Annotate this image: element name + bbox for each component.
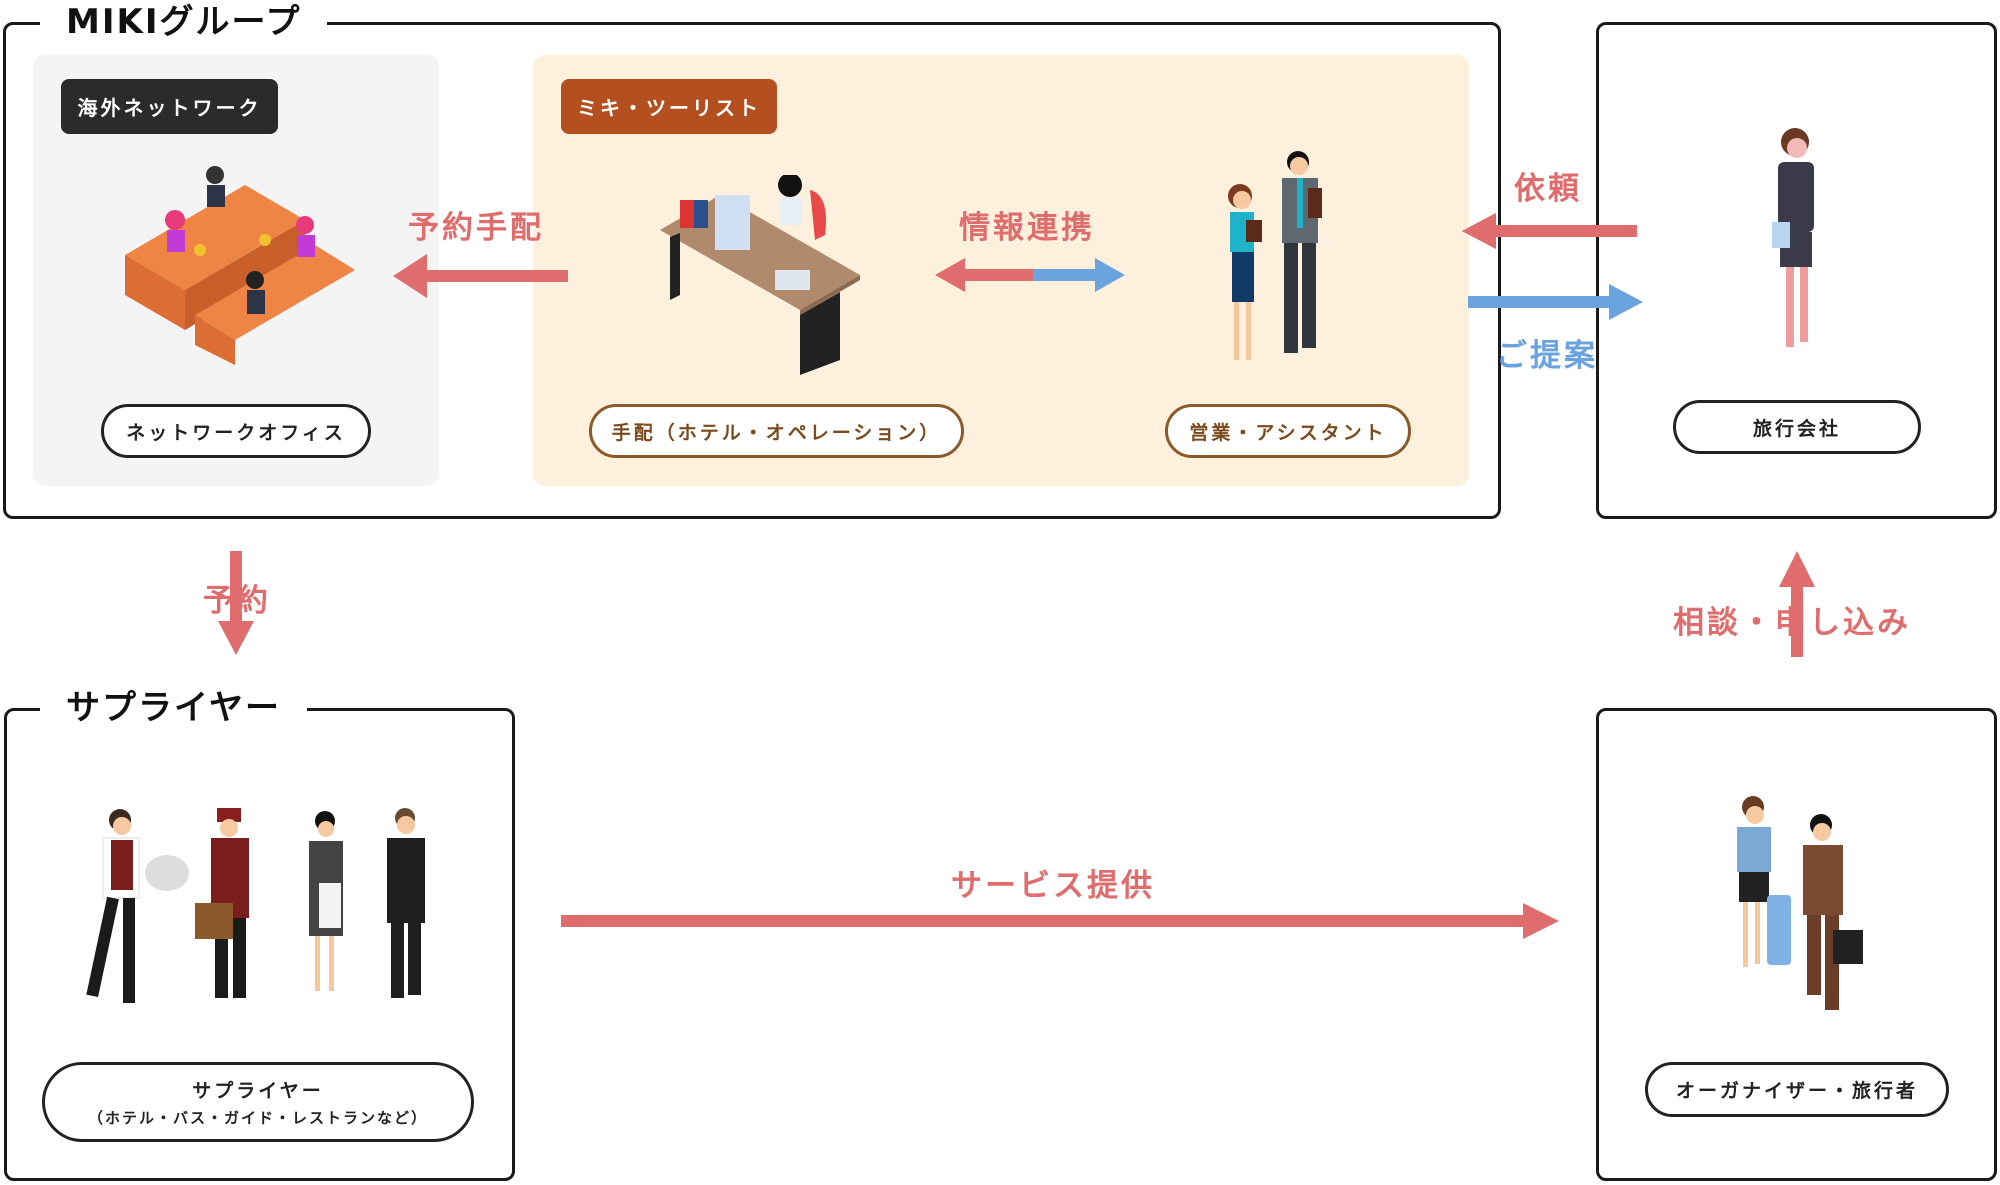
network-badge: 海外ネットワーク xyxy=(61,79,278,134)
reservation-label: 予約 xyxy=(203,583,271,619)
travel-agency-label: 旅行会社 xyxy=(1673,400,1921,454)
sales-assistant-label: 営業・アシスタント xyxy=(1165,404,1411,458)
sales-assistant-illustration xyxy=(1228,151,1322,360)
supplier-title: サプライヤー xyxy=(40,686,307,730)
consult-apply-arrow xyxy=(1779,551,1815,657)
organizer-traveler-label: オーガナイザー・旅行者 xyxy=(1645,1062,1949,1117)
arrangement-desk-illustration xyxy=(660,175,860,375)
service-label: サービス提供 xyxy=(951,868,1155,904)
supplier-label: サプライヤー （ホテル・バス・ガイド・レストランなど） xyxy=(42,1062,474,1142)
request-arrow-overlay xyxy=(1462,213,1637,249)
service-arrow xyxy=(561,903,1559,939)
sales-assistant-text: 営業・アシスタント xyxy=(1189,421,1387,444)
network-office-text: ネットワークオフィス xyxy=(126,421,346,444)
miki-group-title: MIKIグループ xyxy=(40,0,328,44)
network-office-label: ネットワークオフィス xyxy=(101,404,371,458)
arrangement-label: 手配（ホテル・オペレーション） xyxy=(589,404,964,458)
travelers-illustration xyxy=(1737,796,1863,1010)
reservation-arrow xyxy=(218,551,254,655)
travel-agency-text: 旅行会社 xyxy=(1752,417,1841,440)
request-label: 依頼 xyxy=(1514,171,1582,207)
tourist-badge: ミキ・ツーリスト xyxy=(561,79,777,134)
travel-agent-figure xyxy=(1772,128,1814,347)
reservation-arrangement-arrow xyxy=(393,254,568,298)
reservation-arrangement-label: 予約手配 xyxy=(408,210,544,246)
info-sharing-label: 情報連携 xyxy=(959,210,1095,246)
consult-apply-label: 相談・申し込み xyxy=(1673,605,1911,641)
arrangement-text: 手配（ホテル・オペレーション） xyxy=(611,421,942,444)
supplier-staff-illustration xyxy=(86,808,425,1003)
info-sharing-arrow xyxy=(935,258,1125,292)
supplier-text: サプライヤー xyxy=(192,1080,324,1102)
proposal-label: ご提案 xyxy=(1496,338,1598,374)
organizer-traveler-text: オーガナイザー・旅行者 xyxy=(1675,1080,1918,1102)
network-office-illustration xyxy=(125,166,355,365)
supplier-subtext: （ホテル・バス・ガイド・レストランなど） xyxy=(87,1109,428,1127)
proposal-arrow-overlay xyxy=(1468,284,1643,320)
